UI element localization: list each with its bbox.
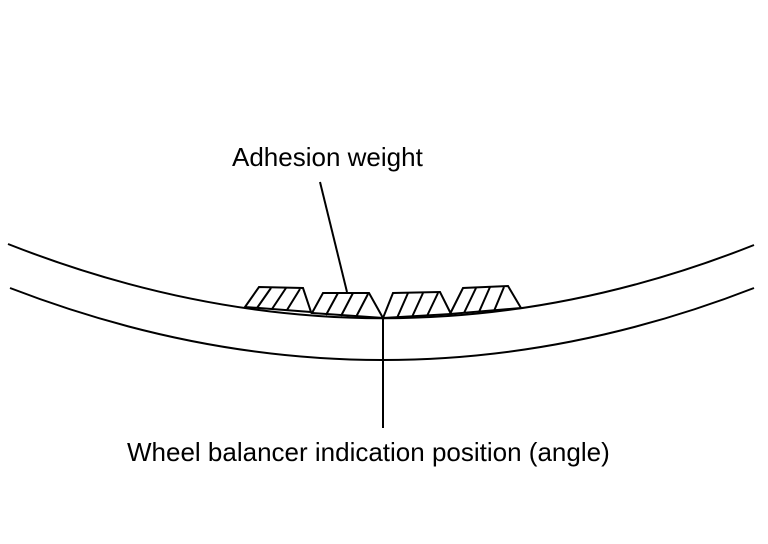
adhesion-weight-3 [381,290,453,320]
adhesion-weight-label: Adhesion weight [232,142,423,172]
rim-outer-edge [7,243,755,320]
adhesion-weight-2 [310,292,385,320]
adhesion-weight-1 [243,285,313,314]
adhesion-weight-leader-line [319,181,348,293]
indication-position-label: Wheel balancer indication position (angl… [127,437,610,467]
adhesion-weight-4 [448,284,523,316]
